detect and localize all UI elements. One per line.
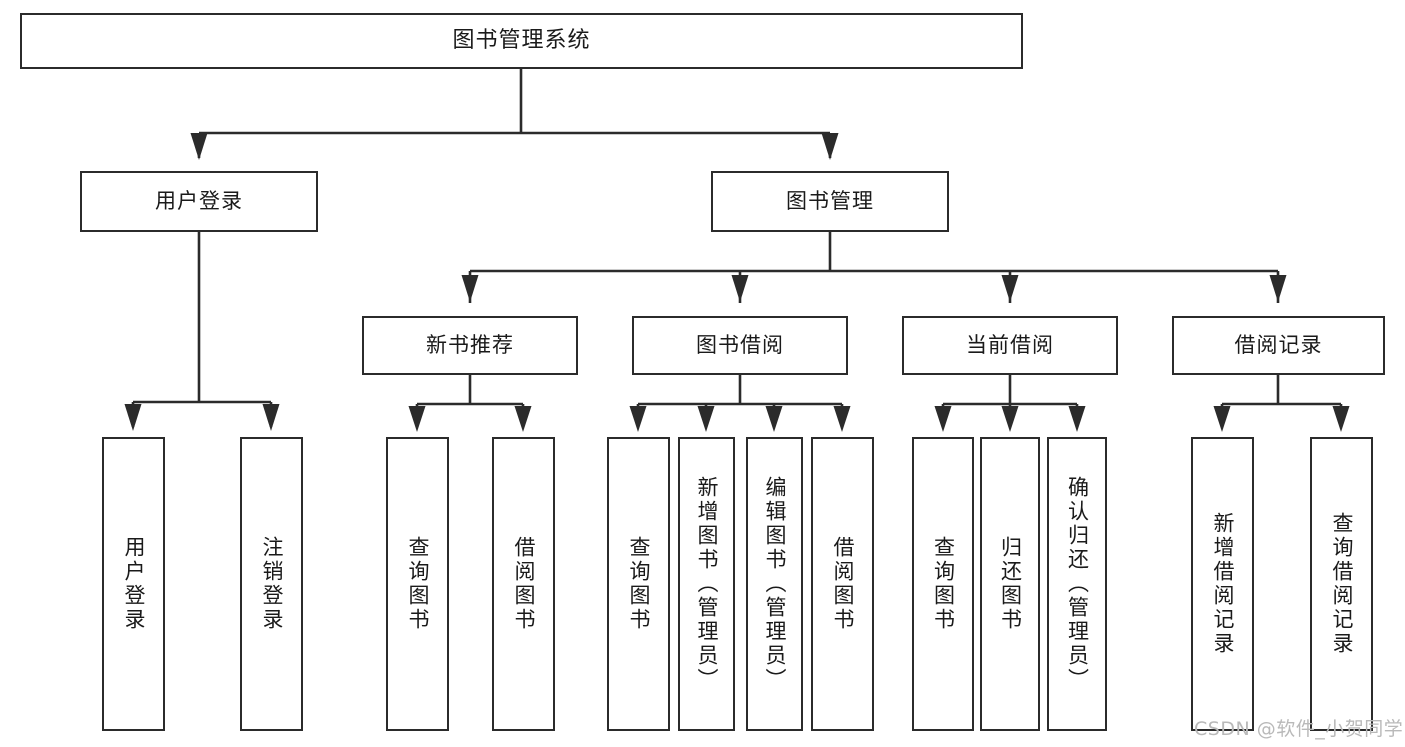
leaf-query-borrow-record[interactable]: 查询借阅记录	[1310, 437, 1373, 731]
node-book-borrow[interactable]: 图书借阅	[632, 316, 848, 375]
csdn-watermark: CSDN @软件_小贺同学	[1194, 718, 1404, 740]
node-label: 用户登录	[155, 189, 243, 214]
node-label: 查询图书	[931, 536, 956, 632]
leaf-edit-book-admin[interactable]: 编辑图书（管理员）	[746, 437, 803, 731]
node-label: 用户登录	[122, 536, 146, 632]
node-label: 图书管理	[786, 189, 874, 214]
node-label: 查询借阅记录	[1330, 512, 1354, 656]
node-borrow-record[interactable]: 借阅记录	[1172, 316, 1385, 375]
node-label: 编辑图书（管理员）	[763, 476, 787, 692]
leaf-query-book-recommend[interactable]: 查询图书	[386, 437, 449, 731]
node-label: 图书管理系统	[452, 28, 591, 54]
node-label: 确认归还（管理员）	[1065, 476, 1090, 692]
leaf-borrow-book-recommend[interactable]: 借阅图书	[492, 437, 555, 731]
node-label: 查询图书	[627, 536, 651, 632]
node-label: 新增图书（管理员）	[695, 476, 719, 692]
leaf-add-borrow-record[interactable]: 新增借阅记录	[1191, 437, 1254, 731]
node-label: 借阅记录	[1234, 333, 1323, 358]
node-label: 归还图书	[998, 536, 1023, 632]
node-root-book-management-system[interactable]: 图书管理系统	[20, 13, 1023, 69]
leaf-return-book[interactable]: 归还图书	[980, 437, 1040, 731]
node-label: 借阅图书	[831, 536, 855, 632]
node-label: 新增借阅记录	[1211, 512, 1235, 656]
leaf-user-logout[interactable]: 注销登录	[240, 437, 303, 731]
leaf-borrow-book[interactable]: 借阅图书	[811, 437, 874, 731]
leaf-add-book-admin[interactable]: 新增图书（管理员）	[678, 437, 735, 731]
node-label: 图书借阅	[696, 333, 784, 358]
node-label: 注销登录	[260, 536, 284, 632]
leaf-user-login[interactable]: 用户登录	[102, 437, 165, 731]
node-book-management[interactable]: 图书管理	[711, 171, 949, 232]
leaf-confirm-return-admin[interactable]: 确认归还（管理员）	[1047, 437, 1107, 731]
node-label: 当前借阅	[966, 333, 1054, 358]
leaf-query-book-borrow[interactable]: 查询图书	[607, 437, 670, 731]
node-current-borrow[interactable]: 当前借阅	[902, 316, 1118, 375]
node-user-login[interactable]: 用户登录	[80, 171, 318, 232]
node-label: 借阅图书	[512, 536, 536, 632]
node-label: 新书推荐	[426, 333, 514, 358]
leaf-query-book-current[interactable]: 查询图书	[912, 437, 974, 731]
node-new-book-recommend[interactable]: 新书推荐	[362, 316, 578, 375]
node-label: 查询图书	[406, 536, 430, 632]
